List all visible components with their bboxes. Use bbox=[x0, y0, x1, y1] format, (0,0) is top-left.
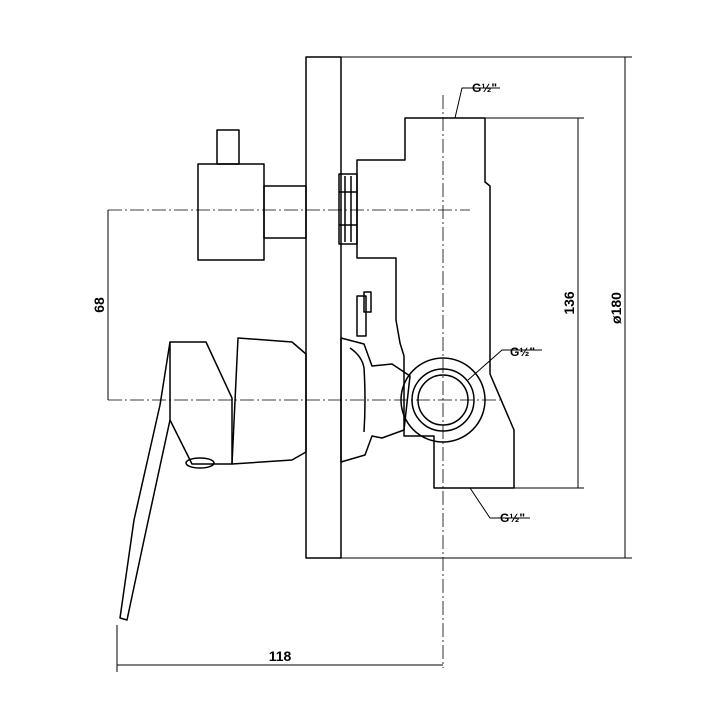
dimension-lines bbox=[107, 56, 632, 672]
dim-118: 118 bbox=[269, 648, 292, 664]
callout-bottom-thread: G½" bbox=[500, 511, 525, 525]
dim-136: 136 bbox=[561, 291, 577, 315]
adjust-screw bbox=[356, 291, 372, 337]
wall-plate bbox=[305, 56, 342, 559]
callout-labels: G½" G½" G½" bbox=[472, 81, 535, 525]
hex-nut bbox=[338, 173, 358, 245]
callout-side-thread: G½" bbox=[510, 345, 535, 359]
valve-body bbox=[356, 117, 515, 489]
callout-top-thread: G½" bbox=[472, 81, 497, 95]
lever-handle bbox=[119, 337, 307, 621]
dim-68: 68 bbox=[91, 297, 107, 313]
dim-180: ø180 bbox=[608, 292, 624, 324]
diverter-knob bbox=[197, 129, 307, 261]
dimension-labels: 118 68 136 ø180 bbox=[91, 291, 624, 664]
center-lines bbox=[108, 95, 500, 668]
callout-leaders bbox=[454, 87, 542, 519]
mixer-body bbox=[340, 337, 411, 463]
